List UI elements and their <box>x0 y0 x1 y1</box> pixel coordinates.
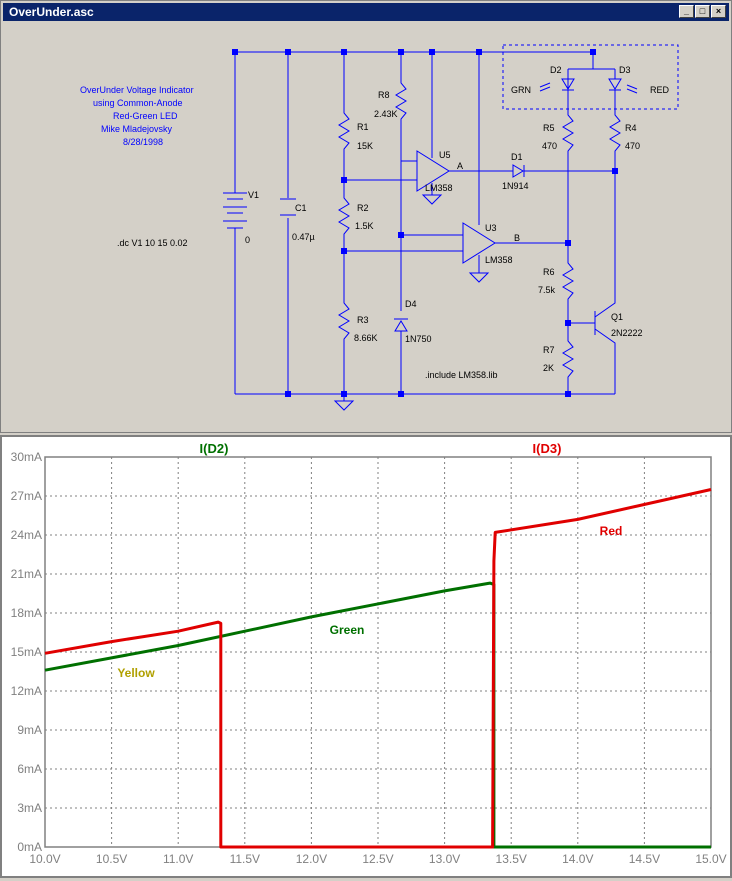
u3-value: LM358 <box>485 255 513 265</box>
r3-value: 8.66K <box>354 333 378 343</box>
waveform-plot[interactable]: 0mA 3mA 6mA 9mA 12mA 15mA 18mA 21mA 24mA 27mA 30mA… <box>2 437 730 876</box>
r4-name: R4 <box>625 123 637 133</box>
comment-line: using Common-Anode <box>93 98 183 108</box>
d4-name: D4 <box>405 299 417 309</box>
y-tick-label: 18mA <box>11 606 42 620</box>
annotation-green: Green <box>330 623 365 637</box>
x-tick-label: 13.5V <box>496 852 527 866</box>
close-button[interactable]: × <box>711 5 726 18</box>
y-tick-label: 21mA <box>11 567 42 581</box>
x-tick-label: 13.0V <box>429 852 460 866</box>
net-a-label: A <box>457 161 463 171</box>
d1-name: D1 <box>511 152 523 162</box>
r5-value: 470 <box>542 141 557 151</box>
legend-item-d3[interactable]: I(D3) <box>533 441 562 456</box>
r2-name: R2 <box>357 203 369 213</box>
x-axis: 10.0V 10.5V 11.0V 11.5V 12.0V 12.5V 13.0V 13.5V… <box>29 852 726 866</box>
x-tick-label: 14.0V <box>562 852 593 866</box>
d1-value: 1N914 <box>502 181 529 191</box>
y-tick-label: 6mA <box>17 762 42 776</box>
include-directive: .include LM358.lib <box>425 370 498 380</box>
x-tick-label: 10.0V <box>29 852 60 866</box>
waveform-window: 0mA 3mA 6mA 9mA 12mA 15mA 18mA 21mA 24mA 27mA 30mA… <box>0 435 732 878</box>
comment-line: 8/28/1998 <box>123 137 163 147</box>
title-bar: OverUnder.asc _ □ × <box>3 3 729 21</box>
red-label: RED <box>650 85 670 95</box>
y-tick-label: 3mA <box>17 801 42 815</box>
c1-value: 0.47µ <box>292 232 315 242</box>
y-tick-label: 12mA <box>11 684 42 698</box>
y-tick-label: 9mA <box>17 723 42 737</box>
r1-value: 15K <box>357 141 373 151</box>
r1-name: R1 <box>357 122 369 132</box>
d2-name: D2 <box>550 65 562 75</box>
legend-item-d2[interactable]: I(D2) <box>200 441 229 456</box>
u5-value: LM358 <box>425 183 453 193</box>
u3-name: U3 <box>485 223 497 233</box>
r4-value: 470 <box>625 141 640 151</box>
annotation-red: Red <box>600 524 623 538</box>
comment-line: Red-Green LED <box>113 111 178 121</box>
annotation-yellow: Yellow <box>117 666 155 680</box>
x-tick-label: 11.5V <box>230 852 260 866</box>
r6-name: R6 <box>543 267 555 277</box>
grn-label: GRN <box>511 85 531 95</box>
r2-value: 1.5K <box>355 221 374 231</box>
d4-value: 1N750 <box>405 334 432 344</box>
schematic-window: OverUnder.asc _ □ × <box>0 0 732 433</box>
maximize-button[interactable]: □ <box>695 5 710 18</box>
y-tick-label: 15mA <box>11 645 42 659</box>
x-tick-label: 12.0V <box>296 852 327 866</box>
r5-name: R5 <box>543 123 555 133</box>
x-tick-label: 11.0V <box>163 852 193 866</box>
d3-name: D3 <box>619 65 631 75</box>
traces <box>44 488 712 849</box>
dc-directive: .dc V1 10 15 0.02 <box>117 238 188 248</box>
y-axis: 0mA 3mA 6mA 9mA 12mA 15mA 18mA 21mA 24mA 27mA 30mA <box>11 450 42 854</box>
r6-value: 7.5k <box>538 285 556 295</box>
r3-name: R3 <box>357 315 369 325</box>
r8-value: 2.43K <box>374 109 398 119</box>
r7-value: 2K <box>543 363 554 373</box>
y-tick-label: 24mA <box>11 528 42 542</box>
c1-name: C1 <box>295 203 307 213</box>
q1-value: 2N2222 <box>611 328 643 338</box>
y-tick-label: 0mA <box>17 840 42 854</box>
window-title: OverUnder.asc <box>9 5 94 19</box>
series-line-i-d2 <box>44 581 711 849</box>
series-line-i-d3 <box>44 488 712 849</box>
y-tick-label: 27mA <box>11 489 42 503</box>
q1-name: Q1 <box>611 312 623 322</box>
schematic-canvas[interactable]: OverUnder Voltage Indicator using Common… <box>5 23 729 432</box>
v1-name: V1 <box>248 190 259 200</box>
u5-name: U5 <box>439 150 451 160</box>
x-tick-label: 14.5V <box>629 852 660 866</box>
y-tick-label: 30mA <box>11 450 42 464</box>
comment-line: Mike Mladejovsky <box>101 124 173 134</box>
x-tick-label: 12.5V <box>362 852 393 866</box>
x-tick-label: 10.5V <box>96 852 127 866</box>
minimize-button[interactable]: _ <box>679 5 694 18</box>
r8-name: R8 <box>378 90 390 100</box>
comment-line: OverUnder Voltage Indicator <box>80 85 194 95</box>
r7-name: R7 <box>543 345 555 355</box>
v1-value: 0 <box>245 235 250 245</box>
grid <box>45 457 711 847</box>
x-tick-label: 15.0V <box>695 852 726 866</box>
net-b-label: B <box>514 233 520 243</box>
